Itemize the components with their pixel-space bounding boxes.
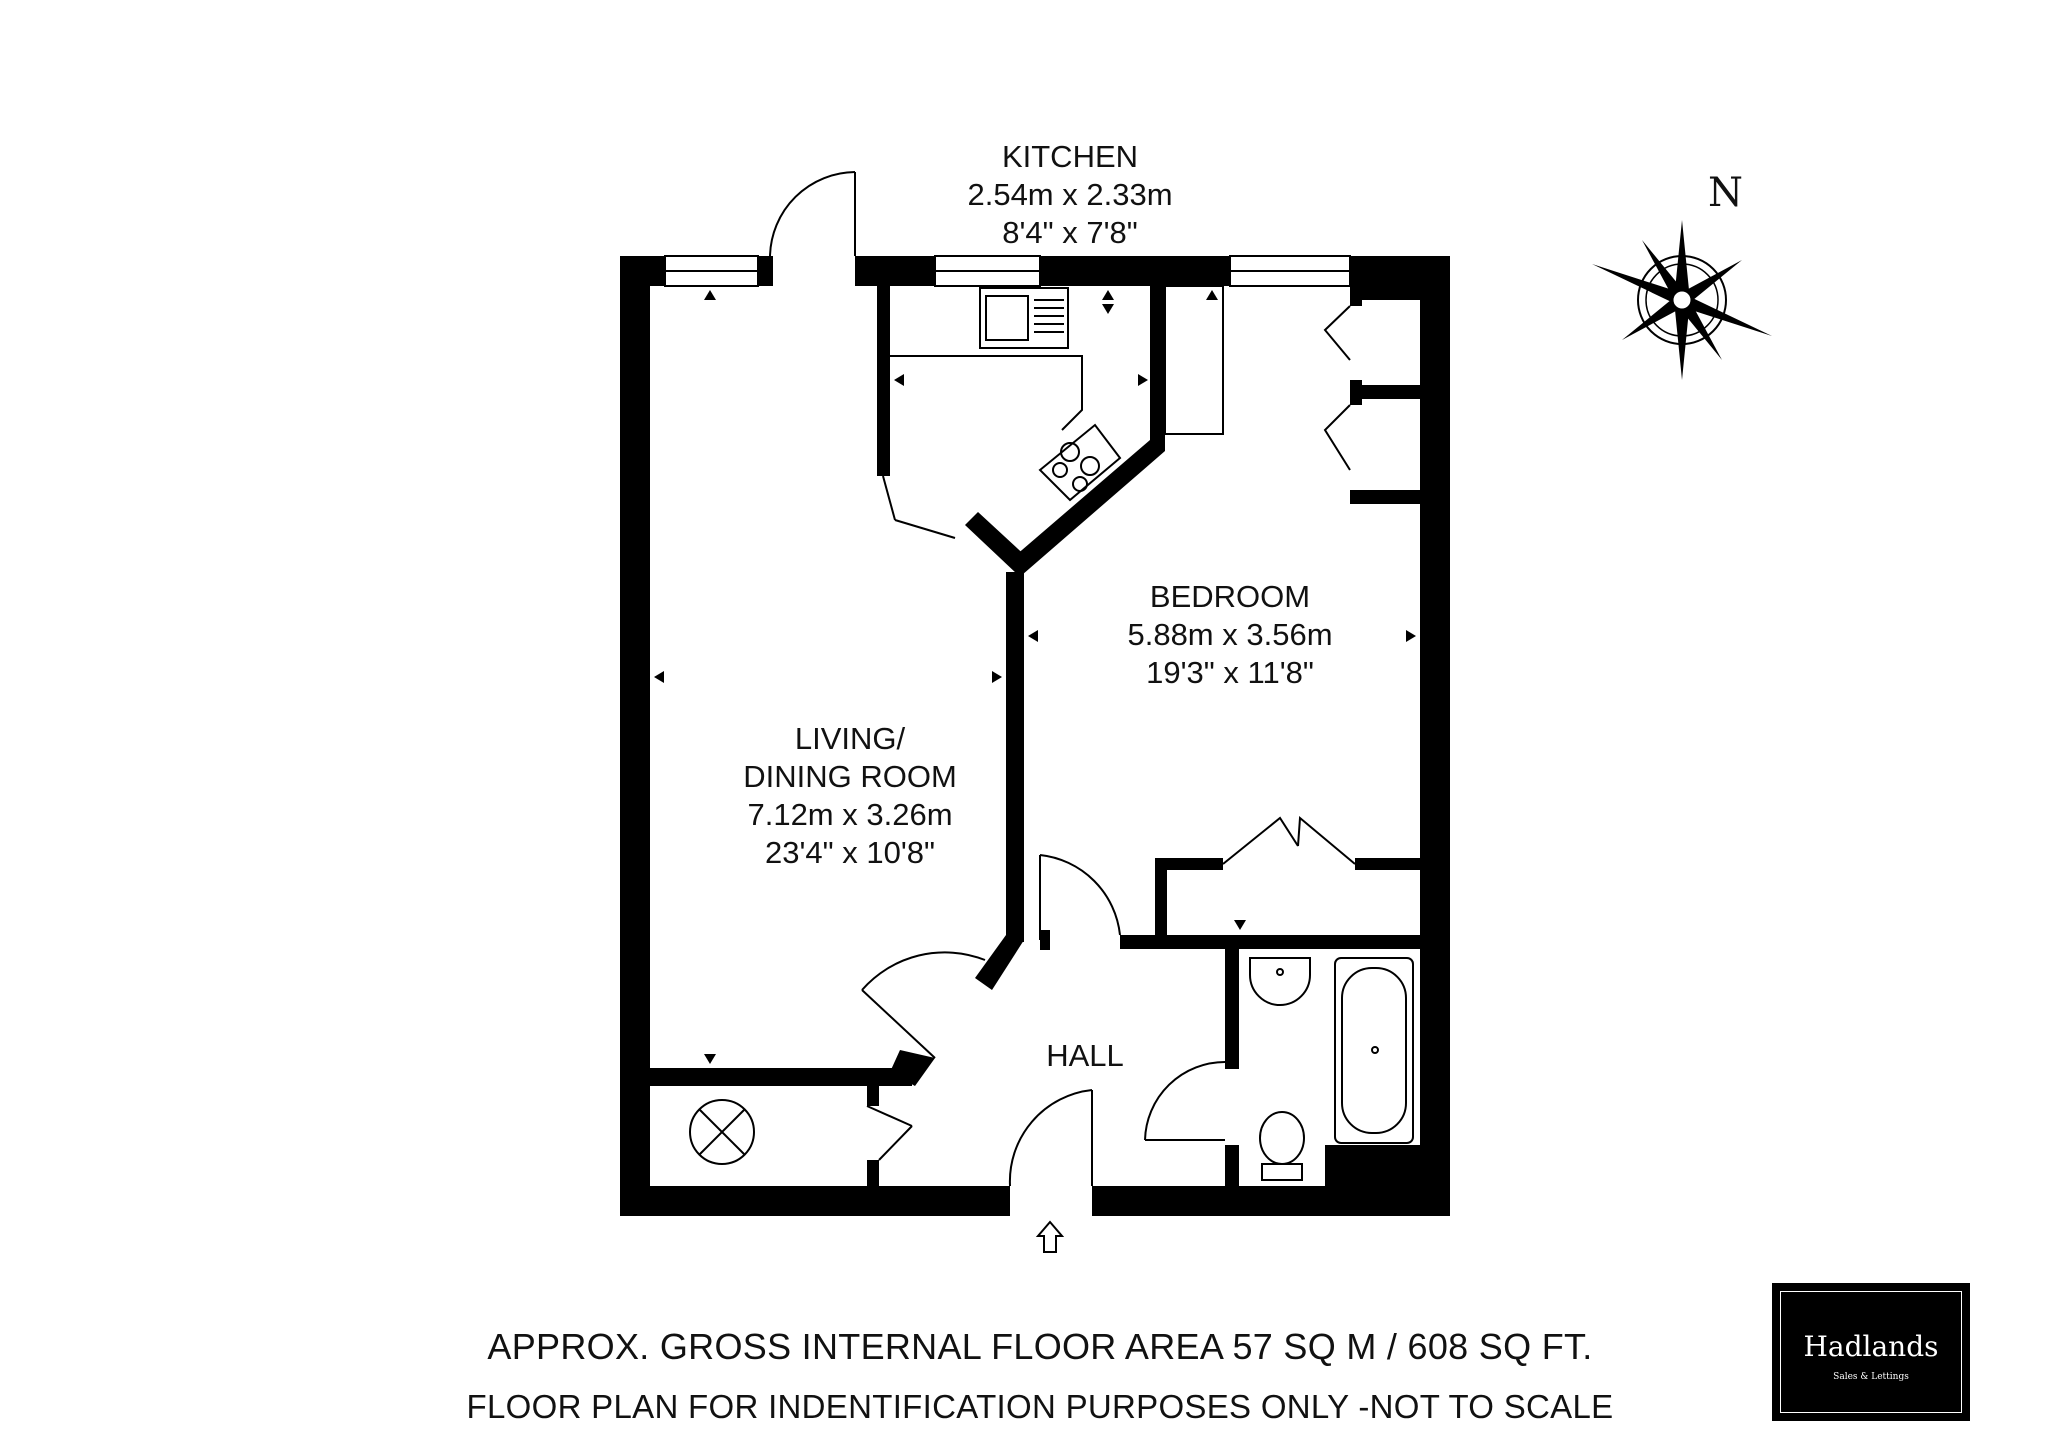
living-imperial: 23'4" x 10'8"	[764, 835, 935, 870]
logo-border	[1780, 1291, 1962, 1413]
hall-label: HALL	[1040, 1037, 1130, 1075]
kitchen-metric: 2.54m x 2.33m	[967, 177, 1173, 212]
hall-name: HALL	[1046, 1038, 1124, 1073]
logo-name: Hadlands	[1803, 1330, 1939, 1363]
interior-walls	[650, 286, 1420, 1186]
kitchen-name: KITCHEN	[1001, 139, 1139, 174]
boiler-cupboard	[689, 1099, 755, 1165]
bedroom-label: BEDROOM 5.88m x 3.56m 19'3" x 11'8"	[1110, 578, 1350, 692]
kitchen-fittings	[890, 287, 1122, 502]
living-dining-label: LIVING/ DINING ROOM 7.12m x 3.26m 23'4" …	[720, 720, 980, 872]
doors	[769, 171, 1356, 1187]
disclaimer-text: FLOOR PLAN FOR INDENTIFICATION PURPOSES …	[466, 1388, 1614, 1425]
living-metric: 7.12m x 3.26m	[747, 797, 953, 832]
bedroom-imperial: 19'3" x 11'8"	[1146, 655, 1314, 690]
living-name-line2: DINING ROOM	[743, 759, 957, 794]
exterior-walls	[620, 256, 1450, 1216]
bedroom-name: BEDROOM	[1149, 579, 1311, 614]
entrance-arrow	[1035, 1220, 1065, 1253]
compass-icon	[1592, 220, 1772, 380]
windows	[664, 255, 1351, 287]
compass-north-label: N	[1708, 170, 1743, 216]
kitchen-label: KITCHEN 2.54m x 2.33m 8'4" x 7'8"	[960, 138, 1180, 252]
agency-logo: Hadlands Sales & Lettings	[1772, 1283, 1970, 1421]
floor-area-text: APPROX. GROSS INTERNAL FLOOR AREA 57 SQ …	[487, 1326, 1593, 1367]
dimension-arrows	[654, 290, 1416, 1064]
bathroom-fittings	[1249, 957, 1414, 1181]
logo-tagline: Sales & Lettings	[1833, 1372, 1909, 1382]
kitchen-imperial: 8'4" x 7'8"	[1002, 215, 1138, 250]
bedroom-metric: 5.88m x 3.56m	[1127, 617, 1333, 652]
living-name-line1: LIVING/	[794, 721, 906, 756]
